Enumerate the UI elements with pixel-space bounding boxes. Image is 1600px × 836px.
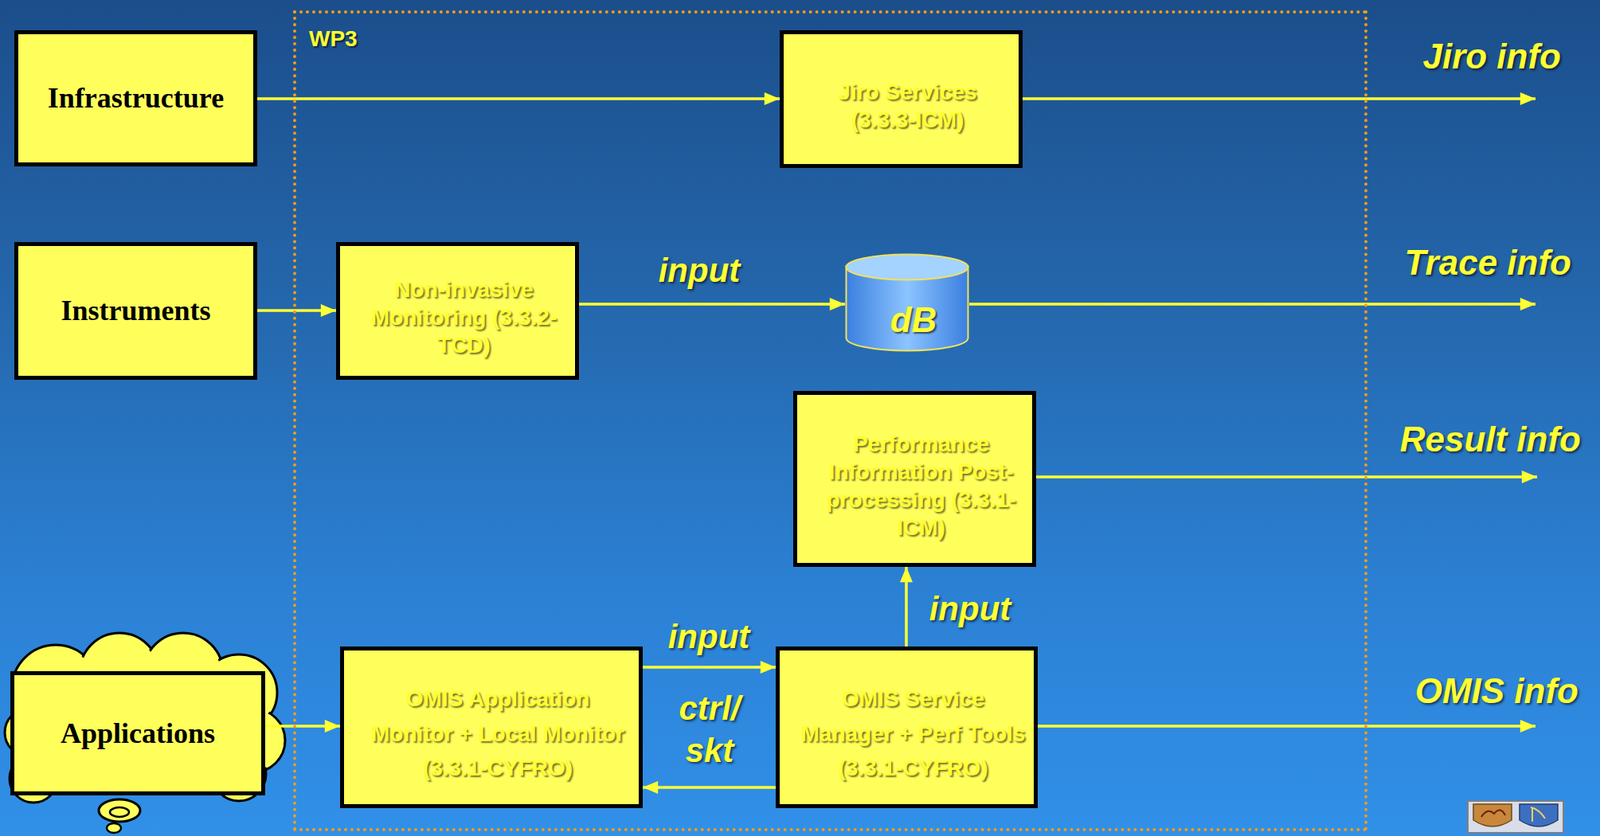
process-box: OMIS Service Manager + Perf Tools (3.3.1… bbox=[775, 646, 1038, 809]
cylinder-top bbox=[846, 254, 969, 281]
connector-arrow bbox=[257, 97, 780, 101]
thought-bubble bbox=[109, 807, 130, 818]
output-label: OMIS info bbox=[1415, 668, 1579, 713]
logo-frame bbox=[1467, 801, 1564, 834]
region-label: WP3 bbox=[309, 26, 358, 52]
output-arrow bbox=[1037, 724, 1536, 728]
database-label: dB bbox=[890, 300, 938, 341]
connector-arrow bbox=[642, 786, 776, 790]
source-box: Infrastructure bbox=[14, 30, 258, 167]
output-label: Trace info bbox=[1404, 240, 1572, 285]
source-box: Instruments bbox=[14, 242, 258, 380]
box-label: Performance Information Post-processing … bbox=[817, 430, 1025, 542]
thought-bubble bbox=[98, 799, 141, 822]
connector-arrow bbox=[904, 567, 908, 647]
process-box: Non-invasive Monitoring (3.3.2-TCD) bbox=[336, 242, 579, 380]
logo-shield bbox=[1519, 804, 1558, 827]
output-arrow bbox=[1022, 97, 1536, 101]
thought-bubble bbox=[106, 823, 122, 834]
thought-cloud bbox=[4, 633, 286, 834]
edge-label: input bbox=[658, 250, 741, 293]
database-cylinder: dB bbox=[844, 253, 970, 353]
edge-label: ctrl/ skt bbox=[669, 688, 750, 772]
box-label: OMIS Application Monitor + Local Monitor… bbox=[364, 681, 631, 786]
box-label: Jiro Services (3.3.3-ICM) bbox=[831, 78, 985, 134]
output-arrow bbox=[969, 302, 1536, 306]
output-label: Jiro info bbox=[1422, 34, 1561, 79]
edge-label: input bbox=[929, 588, 1012, 631]
logo-shield bbox=[1473, 804, 1512, 827]
process-box: OMIS Application Monitor + Local Monitor… bbox=[340, 646, 643, 809]
process-box: Jiro Services (3.3.3-ICM) bbox=[779, 30, 1023, 169]
connector-arrow bbox=[642, 665, 776, 669]
connector-arrow bbox=[257, 309, 337, 313]
connector-arrow bbox=[578, 302, 845, 306]
edge-label: input bbox=[668, 616, 751, 659]
box-label: Instruments bbox=[60, 293, 211, 329]
source-box: Applications bbox=[10, 671, 266, 796]
box-label: Non-invasive Monitoring (3.3.2-TCD) bbox=[360, 275, 568, 360]
connector-arrow bbox=[265, 724, 341, 728]
box-label: OMIS Service Manager + Perf Tools (3.3.1… bbox=[800, 681, 1026, 786]
process-box: Performance Information Post-processing … bbox=[793, 391, 1037, 568]
crest-logo bbox=[1467, 801, 1564, 834]
output-arrow bbox=[1036, 475, 1538, 479]
box-label: Applications bbox=[60, 715, 216, 752]
box-label: Infrastructure bbox=[47, 80, 224, 117]
logo-harp bbox=[1530, 807, 1546, 822]
logo-lion bbox=[1481, 809, 1506, 818]
work-package-region: WP3Jiro Services (3.3.3-ICM) Non-invasive… bbox=[293, 10, 1368, 832]
output-label: Result info bbox=[1400, 417, 1581, 462]
